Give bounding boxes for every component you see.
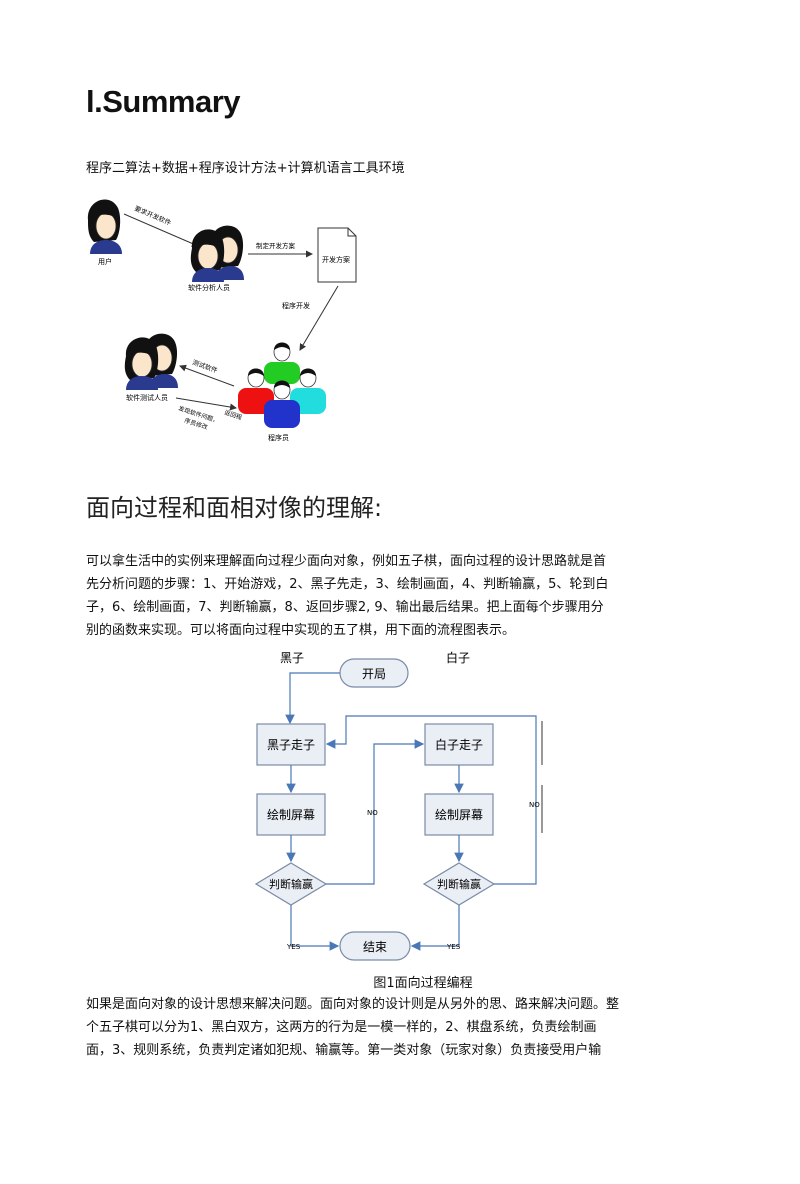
yes-left-label: YES	[286, 943, 301, 951]
judge-right-label: 判断输赢	[437, 877, 481, 891]
draw-screen-left-label: 绘制屏幕	[267, 807, 315, 822]
user-label: 用户	[98, 257, 112, 266]
paragraph-line: 如果是面向对象的设计思想来解决问题。面向对象的设计则是从另外的思、路来解决问题。…	[86, 997, 620, 1012]
section-heading: 面向过程和面相对像的理解:	[86, 494, 383, 522]
arrow-dev-label: 程序开发	[282, 301, 310, 310]
column-white-label: 白子	[446, 650, 470, 665]
white-move-node	[424, 723, 494, 766]
tester-person-icon	[124, 333, 178, 390]
tester-label: 软件测试人员	[126, 393, 168, 402]
page-title: l.Summary	[86, 84, 241, 119]
programmers-group-icon	[238, 342, 326, 428]
user-person-icon	[87, 199, 122, 254]
end-label: 结束	[363, 940, 387, 954]
analyst-label: 软件分析人员	[188, 283, 230, 292]
draw-screen-left-node	[256, 793, 326, 836]
document-icon	[317, 227, 357, 283]
programmer-label: 程序员	[268, 433, 289, 442]
black-move-node	[256, 723, 326, 766]
document-label: 开发方案	[322, 255, 350, 264]
judge-left-label: 判断输赢	[269, 877, 313, 891]
paragraph-object-oriented: 如果是面向对象的设计思想来解决问题。面向对象的设计则是从另外的思、路来解决问题。…	[86, 993, 686, 1062]
draw-screen-right-label: 绘制屏幕	[435, 807, 483, 822]
paragraph-line: 别的函数来实现。可以将面向过程中实现的五了棋，用下面的流程图表示。	[86, 623, 516, 638]
intro-line: 程序二算法+数据+程序设计方法+计算机语言工具环境	[86, 161, 405, 176]
paragraph-line: 个五子棋可以分为1、黑白双方，这两方的行为是一模一样的，2、棋盘系统，负责绘制画	[86, 1020, 597, 1035]
start-label: 开局	[362, 667, 386, 681]
arrow-plan-label: 制定开发方案	[256, 241, 296, 250]
draw-screen-right-node	[424, 793, 494, 836]
yes-right-label: YES	[446, 943, 461, 951]
analyst-person-icon	[190, 225, 244, 282]
end-node	[339, 931, 411, 961]
arrow-test-label: 测试软件	[191, 357, 219, 375]
gomoku-flowchart: 黑子 白子 开局 黑子走子 白子走子 绘制屏幕 绘制屏幕 判断输赢 判断输赢 N…	[254, 650, 543, 961]
white-move-label: 白子走子	[435, 737, 483, 752]
figure-caption: 图1面向过程编程	[373, 976, 473, 991]
arrow-require-label: 要求开发软件	[133, 204, 173, 228]
black-move-label: 黑子走子	[267, 738, 315, 752]
paragraph-procedural: 可以拿生活中的实例来理解面向过程少面向对象，例如五子棋，面向过程的设计思路就是首…	[86, 550, 686, 642]
no-left-label: NO	[367, 809, 378, 817]
column-black-label: 黑子	[280, 651, 304, 665]
paragraph-line: 可以拿生活中的实例来理解面向过程少面向对象，例如五子棋，面向过程的设计思路就是首	[86, 554, 607, 569]
paragraph-line: 先分析问题的步骤：1、开始游戏，2、黑子先走，3、绘制画面，4、判断输赢，5、轮…	[86, 577, 609, 592]
no-right-label: NO	[529, 801, 540, 809]
development-process-diagram: 用户 要求开发软件 软件分析人员 制定开发方案 开发方案 程序开发	[87, 199, 357, 442]
paragraph-line: 子，6、绘制画面，7、判断输赢，8、返回步骤2, 9、输出最后结果。把上面每个步…	[86, 600, 604, 615]
paragraph-line: 面，3、规则系统，负责判定诸如犯规、输赢等。第一类对象（玩家对象）负责接受用户输	[86, 1043, 602, 1058]
